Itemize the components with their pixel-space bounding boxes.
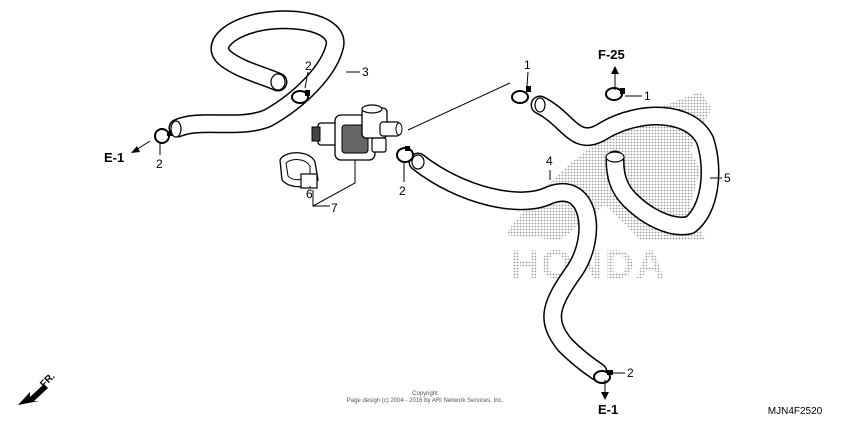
leader-lines <box>135 70 722 395</box>
diagram-code: MJN4F2520 <box>768 406 823 417</box>
callout-2-upper: 2 <box>305 59 312 73</box>
ref-e1-left[interactable]: E-1 <box>104 150 124 165</box>
front-direction-arrow-icon: FR. <box>18 371 58 405</box>
clamp-1-center[interactable] <box>511 86 531 104</box>
clamp-1-right[interactable] <box>605 87 625 101</box>
arrow-left-icon <box>131 146 140 153</box>
callout-3: 3 <box>362 65 369 79</box>
arrow-down-icon <box>601 392 609 400</box>
clamp-2-center[interactable] <box>396 146 414 163</box>
valve-bracket[interactable] <box>279 152 319 189</box>
callout-1-right: 1 <box>644 89 651 103</box>
clamp-2-upper[interactable] <box>291 90 310 104</box>
callout-7: 7 <box>331 201 338 215</box>
callout-1-center: 1 <box>524 58 531 72</box>
copyright-line2: Page design (c) 2004 - 2016 by ARI Netwo… <box>347 398 504 404</box>
callout-2-left: 2 <box>156 157 163 171</box>
arrow-up-icon <box>611 66 619 74</box>
callout-4: 4 <box>546 154 553 168</box>
ref-f25[interactable]: F-25 <box>598 47 625 62</box>
hose-5[interactable] <box>530 95 720 236</box>
callout-2-center: 2 <box>399 184 406 198</box>
hose-4[interactable] <box>408 152 608 382</box>
callout-6: 6 <box>306 187 313 201</box>
clamp-2-left[interactable] <box>154 128 172 144</box>
clamp-2-bottom[interactable] <box>593 370 613 384</box>
callout-2-bottom: 2 <box>627 366 634 380</box>
callout-5: 5 <box>724 171 731 185</box>
ref-e1-bottom[interactable]: E-1 <box>598 402 618 417</box>
copyright-line1: Copyright <box>412 391 438 397</box>
air-valve-assembly[interactable] <box>311 104 403 161</box>
hose-3[interactable] <box>168 10 345 138</box>
